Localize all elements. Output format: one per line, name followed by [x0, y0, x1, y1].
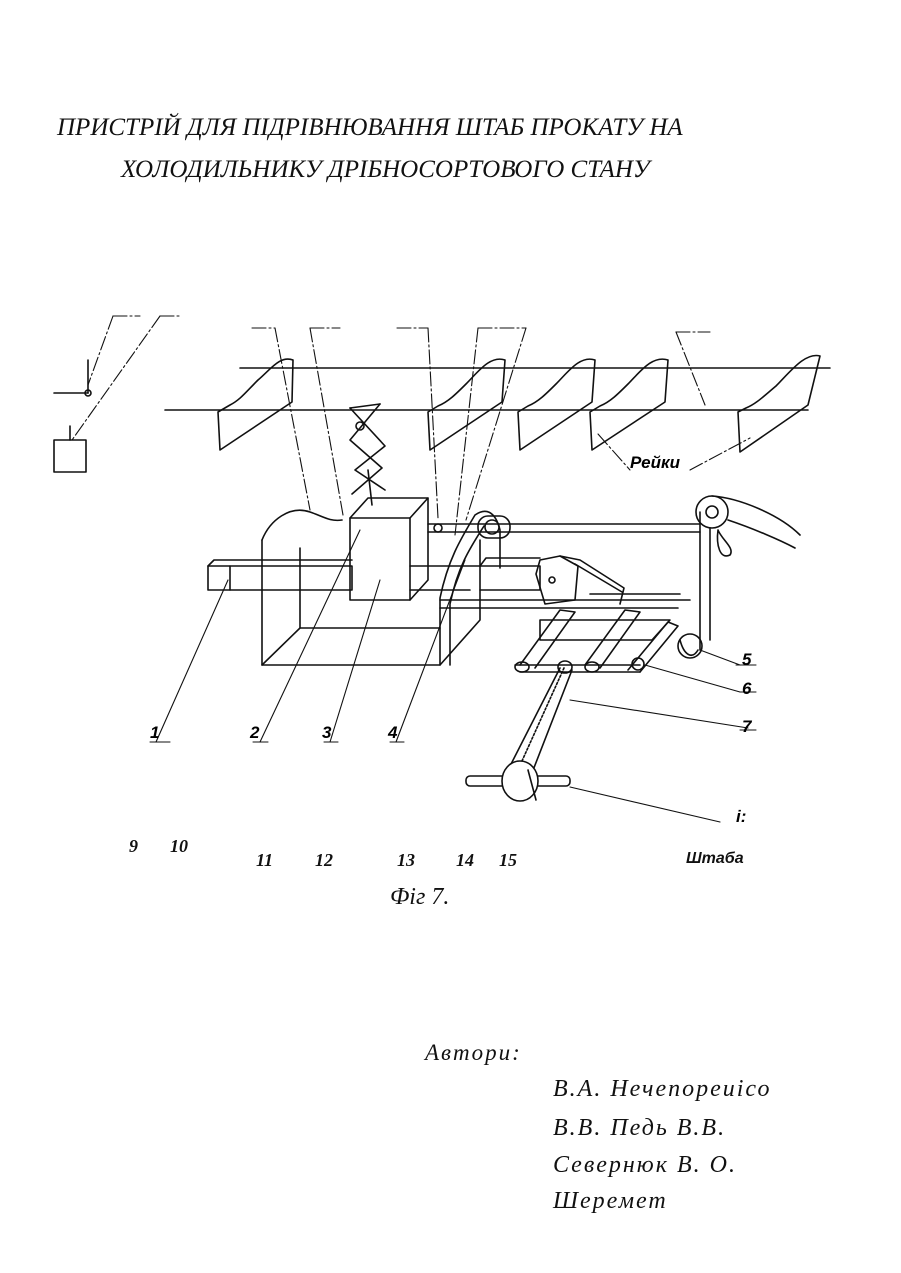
number-label-15: 15 — [499, 850, 517, 871]
rails-label: Рейки — [630, 453, 681, 472]
strip-label: Штаба — [686, 850, 744, 868]
callout-2: 2 — [249, 723, 260, 742]
callout-7: 7 — [742, 717, 753, 736]
document-title-line-2: ХОЛОДИЛЬНИКУ ДРІБНОСОРТОВОГО СТАНУ — [121, 156, 650, 184]
callout-5: 5 — [742, 650, 752, 669]
number-label-12: 12 — [315, 850, 333, 871]
stray-mark: і: — [736, 807, 746, 826]
number-label-14: 14 — [456, 850, 474, 871]
author-line-3: Севернюк В. О. — [553, 1152, 737, 1179]
author-line-1: В.А. Нечепореиісо — [553, 1076, 771, 1103]
frame-left — [262, 540, 480, 665]
left-small-box — [54, 440, 86, 472]
number-label-10: 10 — [170, 836, 188, 857]
number-label-13: 13 — [397, 850, 415, 871]
authors-label: Автори: — [425, 1040, 522, 1066]
callout-4: 4 — [387, 723, 398, 742]
lower-pulley — [502, 761, 538, 801]
number-label-9: 9 — [129, 836, 138, 857]
leader-lines-top — [72, 316, 750, 535]
technical-drawing: Рейки 5 6 7 1 2 3 4 і: — [0, 300, 901, 860]
author-line-4: Шеремет — [553, 1188, 668, 1215]
rail-hooks — [218, 355, 820, 452]
block-3 — [350, 518, 410, 600]
clamp — [536, 556, 578, 604]
document-title-line-1: ПРИСТРІЙ ДЛЯ ПІДРІВНЮВАННЯ ШТАБ ПРОКАТУ … — [57, 114, 683, 142]
callout-6: 6 — [742, 679, 752, 698]
scissor-mechanism — [350, 404, 385, 505]
figure-caption: Фіг 7. — [390, 884, 449, 911]
author-line-2: В.В. Педь В.В. — [553, 1115, 726, 1142]
callout-3: 3 — [322, 723, 332, 742]
callout-1: 1 — [150, 723, 159, 742]
number-label-11: 11 — [256, 850, 273, 871]
